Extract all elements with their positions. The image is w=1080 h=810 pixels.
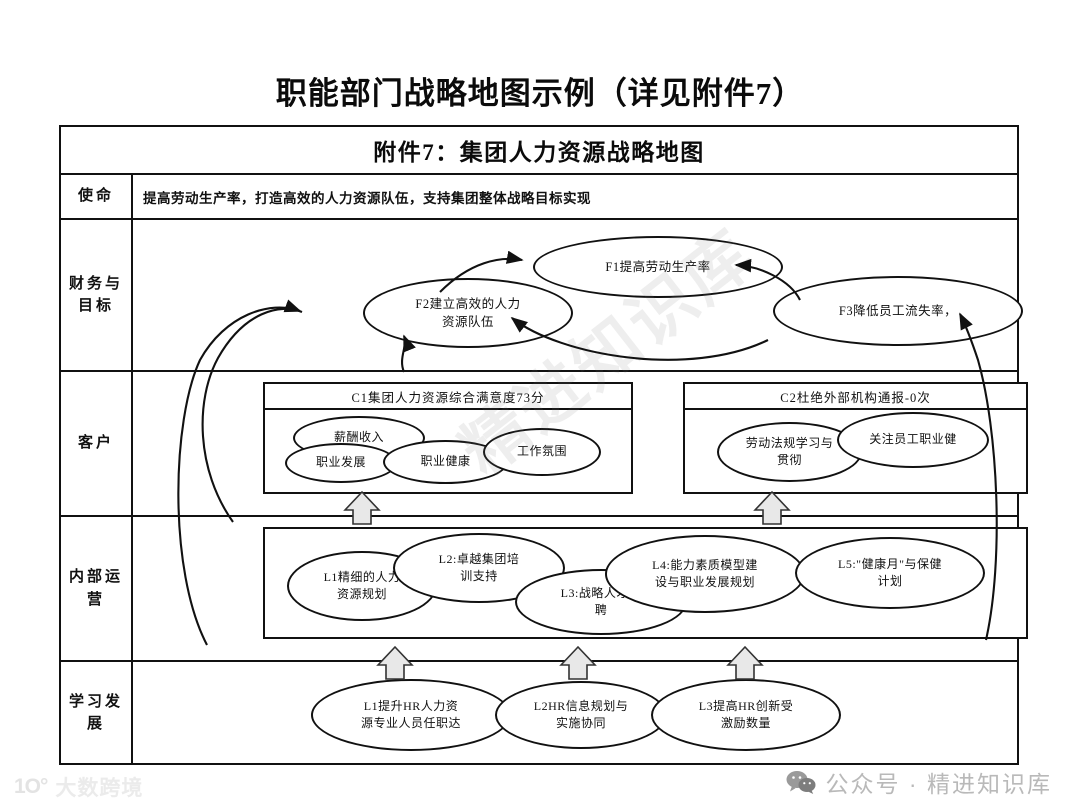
node-c1-3[interactable]: 职业健康 bbox=[383, 440, 508, 484]
group-c1-title: C1集团人力资源综合满意度73分 bbox=[265, 384, 631, 410]
map-subtitle: 附件7：集团人力资源战略地图 bbox=[373, 140, 705, 165]
node-l3-learning[interactable]: L3提高HR创新受激励数量 bbox=[651, 679, 841, 751]
watermark-bottom-left: 1O° 大数跨境 bbox=[14, 772, 143, 802]
learning-perspective-row: 学习发展 L1提升HR人力资源专业人员任职达 L2HR信息规划与实施协同 L3提… bbox=[61, 662, 1017, 764]
group-c1-body: 薪酬收入 职业发展 职业健康 工作氛围 bbox=[265, 410, 631, 492]
watermark-bottom-right-text: 公众号 · 精进知识库 bbox=[825, 771, 1052, 797]
wechat-icon bbox=[786, 771, 816, 794]
node-c1-4[interactable]: 工作氛围 bbox=[483, 428, 601, 476]
strategy-map-frame: 附件7：集团人力资源战略地图 使命 提高劳动生产率，打造高效的人力资源队伍，支持… bbox=[59, 125, 1034, 765]
group-c1: C1集团人力资源综合满意度73分 薪酬收入 职业发展 职业健康 工作氛围 bbox=[263, 382, 639, 500]
group-c2-body: 劳动法规学习与贯彻 关注员工职业健 bbox=[685, 410, 1026, 492]
customer-row-body: C1集团人力资源综合满意度73分 薪酬收入 职业发展 职业健康 工作氛围 C2杜… bbox=[133, 372, 1034, 515]
node-c2-1[interactable]: 劳动法规学习与贯彻 bbox=[717, 422, 862, 482]
node-c2-2[interactable]: 关注员工职业健 bbox=[837, 412, 989, 468]
watermark-bottom-left-text: 大数跨境 bbox=[55, 777, 144, 800]
group-internal-body: L1精细的人力资源规划 L2:卓越集团培训支持 L3:战略人才招聘 L4:能力素… bbox=[265, 529, 1026, 637]
financial-perspective-row: 财务与目标 F1提高劳动生产率 F2建立高效的人力资源队伍 F3降低员工流失率， bbox=[61, 220, 1023, 372]
dashu-logo-icon: 1O° bbox=[14, 775, 48, 798]
node-c1-2[interactable]: 职业发展 bbox=[285, 443, 397, 483]
mission-row-body: 提高劳动生产率，打造高效的人力资源队伍，支持集团整体战略目标实现 bbox=[133, 175, 1017, 218]
customer-row-label: 客户 bbox=[61, 372, 133, 515]
learning-row-label: 学习发展 bbox=[61, 662, 133, 764]
group-c2: C2杜绝外部机构通报-0次 劳动法规学习与贯彻 关注员工职业健 bbox=[683, 382, 1034, 500]
mission-row-label: 使命 bbox=[61, 175, 133, 218]
node-l2-learning[interactable]: L2HR信息规划与实施协同 bbox=[495, 681, 667, 749]
group-internal: L1精细的人力资源规划 L2:卓越集团培训支持 L3:战略人才招聘 L4:能力素… bbox=[263, 527, 1034, 645]
node-l1-learning[interactable]: L1提升HR人力资源专业人员任职达 bbox=[311, 679, 511, 751]
financial-row-label: 财务与目标 bbox=[61, 220, 133, 370]
node-f3[interactable]: F3降低员工流失率， bbox=[773, 276, 1023, 346]
internal-perspective-row: 内部运营 L1精细的人力资源规划 L2:卓越集团培训支持 L3:战略人才招聘 L… bbox=[61, 517, 1034, 662]
internal-row-label: 内部运营 bbox=[61, 517, 133, 660]
map-subtitle-row: 附件7：集团人力资源战略地图 bbox=[61, 127, 1017, 175]
node-l4-internal[interactable]: L4:能力素质模型建设与职业发展规划 bbox=[605, 535, 805, 613]
financial-row-body: F1提高劳动生产率 F2建立高效的人力资源队伍 F3降低员工流失率， bbox=[133, 220, 1023, 370]
mission-statement: 提高劳动生产率，打造高效的人力资源队伍，支持集团整体战略目标实现 bbox=[143, 190, 591, 206]
node-f1[interactable]: F1提高劳动生产率 bbox=[533, 236, 783, 298]
internal-row-body: L1精细的人力资源规划 L2:卓越集团培训支持 L3:战略人才招聘 L4:能力素… bbox=[133, 517, 1034, 660]
node-f2[interactable]: F2建立高效的人力资源队伍 bbox=[363, 278, 573, 348]
group-c2-title: C2杜绝外部机构通报-0次 bbox=[685, 384, 1026, 410]
learning-row-body: L1提升HR人力资源专业人员任职达 L2HR信息规划与实施协同 L3提高HR创新… bbox=[133, 662, 1017, 764]
customer-perspective-row: 客户 C1集团人力资源综合满意度73分 薪酬收入 职业发展 职业健康 工作氛围 … bbox=[61, 372, 1034, 517]
node-l5-internal[interactable]: L5:"健康月"与保健计划 bbox=[795, 537, 985, 609]
watermark-bottom-right: 公众号 · 精进知识库 bbox=[786, 765, 1052, 799]
page-title: 职能部门战略地图示例（详见附件7） bbox=[275, 76, 805, 111]
mission-row: 使命 提高劳动生产率，打造高效的人力资源队伍，支持集团整体战略目标实现 bbox=[61, 175, 1017, 220]
